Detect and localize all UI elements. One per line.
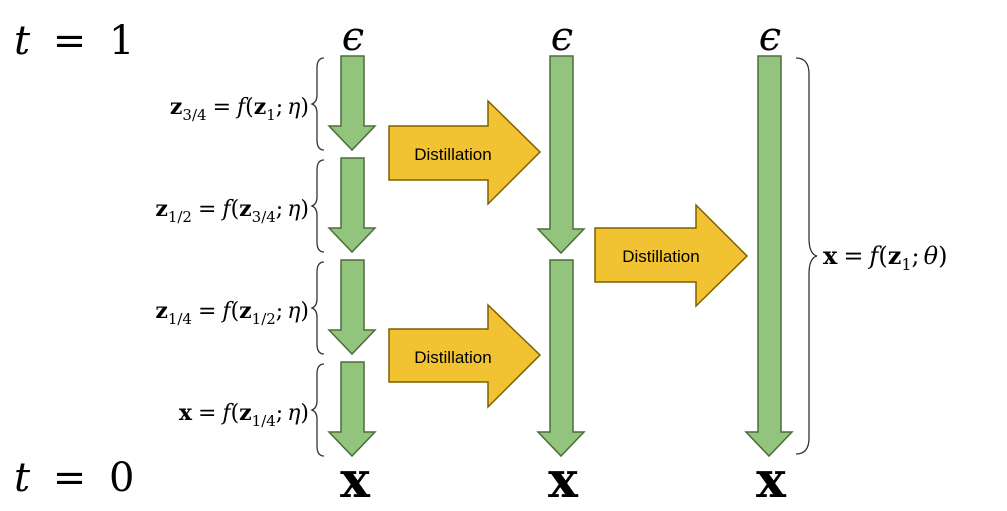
brace-step-2 xyxy=(310,159,325,253)
distillation-arrow-3: Distillation xyxy=(594,203,749,308)
step-equation-3: z1/4=f(z1/2;η) xyxy=(155,298,309,328)
distillation-arrow-1: Distillation xyxy=(388,99,542,206)
brace-final xyxy=(795,57,818,455)
brace-step-3 xyxy=(310,261,325,355)
brace-step-4 xyxy=(310,363,325,457)
distillation-label-1: Distillation xyxy=(414,145,491,164)
distillation-arrow-2: Distillation xyxy=(388,303,542,409)
step-arrow-6 xyxy=(536,259,586,458)
step-arrow-7 xyxy=(744,55,794,458)
epsilon-symbol-1: ϵ xyxy=(342,14,364,60)
t-equals-0-label: t = 0 xyxy=(14,455,134,501)
epsilon-symbol-2: ϵ xyxy=(551,14,573,60)
final-equation: x=f(z1;θ) xyxy=(823,241,947,274)
x-symbol-3: x xyxy=(756,450,787,509)
step-equation-2: z1/2=f(z3/4;η) xyxy=(155,196,309,226)
x-symbol-1: x xyxy=(340,450,371,509)
step-arrow-2 xyxy=(327,157,377,254)
step-arrow-3 xyxy=(327,259,377,356)
x-symbol-2: x xyxy=(548,450,579,509)
t-equals-1-label: t = 1 xyxy=(14,18,134,64)
epsilon-symbol-3: ϵ xyxy=(759,14,781,60)
brace-step-1 xyxy=(310,57,325,151)
step-equation-1: z3/4=f(z1;η) xyxy=(170,94,309,124)
step-equation-4: x=f(z1/4;η) xyxy=(179,400,309,430)
step-arrow-4 xyxy=(327,361,377,458)
distillation-label-2: Distillation xyxy=(414,348,491,367)
distillation-label-3: Distillation xyxy=(622,247,699,266)
step-arrow-5 xyxy=(536,55,586,255)
step-arrow-1 xyxy=(327,55,377,152)
